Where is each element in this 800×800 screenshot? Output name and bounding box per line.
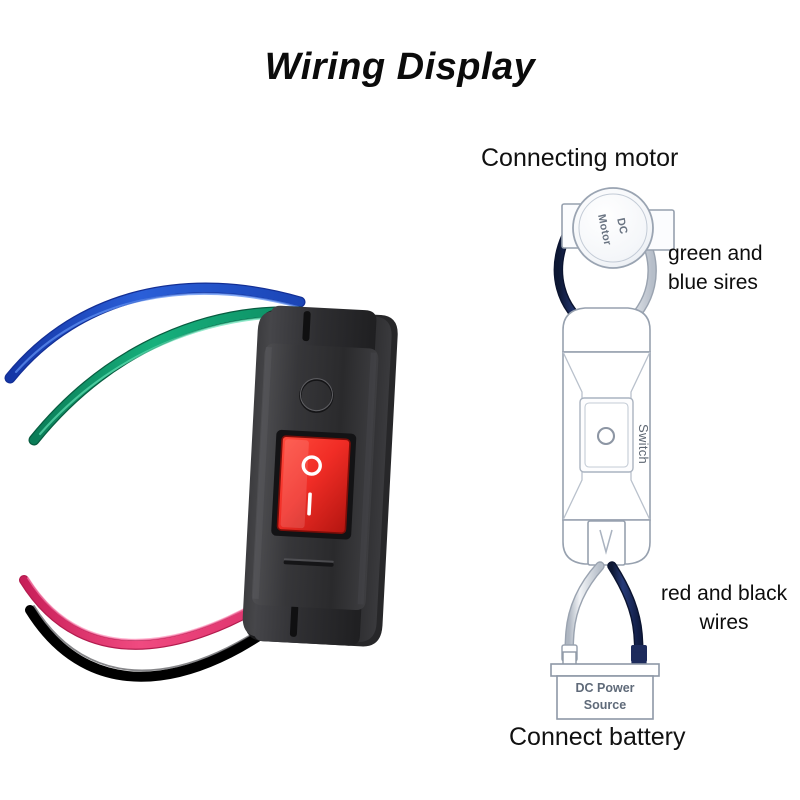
connect-battery-label: Connect battery (509, 723, 686, 751)
bottom-cable-slot (289, 604, 299, 637)
rocker-on-symbol (307, 492, 312, 516)
page-title: Wiring Display (264, 46, 536, 88)
red-black-wires-note-line2: wires (699, 610, 749, 634)
battery-label-line1: DC Power (575, 681, 634, 695)
switch-label: Switch (636, 424, 651, 465)
dc-motor: DC Motor (561, 187, 675, 269)
red-black-wires-note-line1: red and black (661, 582, 788, 605)
switch-housing (242, 305, 398, 647)
top-cable-slot (302, 311, 311, 342)
circular-indent-icon (299, 378, 334, 413)
red-rocker-button[interactable] (276, 435, 351, 534)
dc-power-source: DC Power Source (550, 651, 660, 720)
rocker-off-symbol (301, 455, 322, 476)
blue-wire (4, 282, 306, 384)
rocker-switch-photo (0, 250, 440, 720)
inline-switch[interactable] (562, 307, 651, 566)
green-blue-wires-note: green and blue sires (668, 240, 763, 298)
connecting-motor-label: Connecting motor (481, 144, 679, 172)
battery-dark-wire (607, 561, 647, 663)
dc-motor-label-line1: DC (614, 217, 629, 235)
battery-label-line2: Source (584, 698, 626, 712)
red-black-wires-note: red and black wires (661, 580, 787, 638)
switch-button-icon[interactable] (596, 426, 616, 446)
battery-light-wire (561, 561, 605, 663)
rocker-switch-photo-graphic (4, 282, 398, 682)
face-groove (283, 560, 334, 567)
green-blue-wires-note-line1: green and (668, 242, 763, 265)
green-blue-wires-note-line2: blue sires (668, 270, 758, 294)
